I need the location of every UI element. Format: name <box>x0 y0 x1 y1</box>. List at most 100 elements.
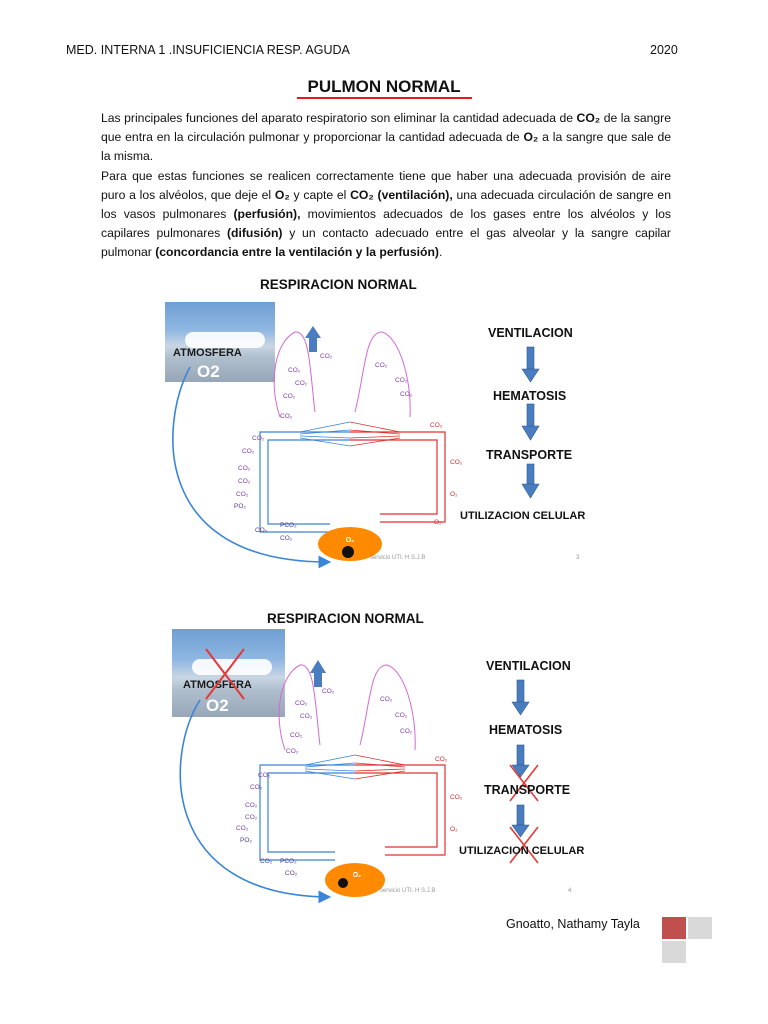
capillary-fan-red <box>349 421 401 447</box>
header-year: 2020 <box>650 43 678 57</box>
cross-mark-icon <box>509 764 539 864</box>
gas-label-co2: CO₂ <box>236 825 249 832</box>
p1-text-a: Las principales funciones del aparato re… <box>101 111 577 125</box>
step-ventilation: VENTILACION <box>486 659 571 673</box>
gas-label-co2: CO₂ <box>295 380 308 387</box>
p1-co2: CO₂ <box>576 111 601 125</box>
capillary-fan-blue <box>304 754 356 780</box>
diagram-title: RESPIRACION NORMAL <box>260 277 417 292</box>
process-arrow <box>511 679 530 838</box>
gas-label-co2: CO₂ <box>380 696 393 703</box>
title-underline <box>297 97 472 99</box>
exhale-arrow-head <box>305 326 321 338</box>
p2-text-c: una adecuada circulación de sangre en lo… <box>101 187 671 222</box>
gas-label-co2: CO₂ <box>375 362 388 369</box>
step-hematosis: HEMATOSIS <box>489 723 563 737</box>
p1-text-c: a la sangre que sale de la misma. <box>101 130 671 164</box>
gas-label-o2: O₂ <box>450 491 458 498</box>
oxygen-supply-arrow <box>172 366 332 569</box>
gas-label-co2: CO₂ <box>280 535 293 542</box>
p2-text-a: Para que estas funciones se realicen cor… <box>101 168 671 202</box>
step-hematosis: HEMATOSIS <box>493 389 567 403</box>
cell-o2-label: O₂ <box>353 872 362 879</box>
oxygen-supply-arrow <box>179 699 332 904</box>
paragraph-2: Para que estas funciones se realicen cor… <box>101 167 671 263</box>
p2-text-b: y capte el <box>289 187 351 202</box>
cell-nucleus <box>338 878 348 888</box>
gas-label-co2: CO₂ <box>255 527 268 534</box>
gas-label-po2: PO₂ <box>234 503 246 510</box>
gas-label-po2: PO₂ <box>240 837 252 844</box>
gas-label-o2: O₂ <box>450 826 458 833</box>
cloud-shape <box>192 659 272 675</box>
exhale-arrow-shaft <box>309 338 317 352</box>
arterial-circuit <box>350 431 446 523</box>
p2-perfusion: (perfusión), <box>233 207 301 222</box>
gas-label-pco2: PCO₂ <box>280 858 297 865</box>
gas-label-co2: CO₂ <box>245 814 258 821</box>
body-text: Las principales funciones del aparato re… <box>101 109 671 263</box>
gas-label-co2: CO₂ <box>450 794 463 801</box>
respiration-schematic: CO₂ CO₂ CO₂ CO₂ CO₂ CO₂ CO₂ CO₂ CO₂ CO₂ … <box>172 326 540 569</box>
right-lung-outline <box>359 664 416 751</box>
arterial-circuit <box>355 764 446 856</box>
diagram-normal-breathing: RESPIRACION NORMAL ATMOSFERA O2 CO₂ CO₂ … <box>150 272 630 592</box>
gas-label-co2: CO₂ <box>258 772 271 779</box>
gas-label-co2: CO₂ <box>290 732 303 739</box>
left-lung-outline <box>278 664 321 751</box>
cloud-shape <box>185 332 265 348</box>
gas-label-co2: CO₂ <box>252 435 265 442</box>
gas-label-co2: CO₂ <box>295 700 308 707</box>
paragraph-1: Las principales funciones del aparato re… <box>101 109 671 167</box>
gas-label-co2: CO₂ <box>395 712 408 719</box>
left-lung-outline <box>273 331 316 418</box>
p1-o2: O₂ <box>523 130 539 145</box>
step-transport: TRANSPORTE <box>484 783 571 797</box>
gas-label-co2: CO₂ <box>238 465 251 472</box>
cross-mark-icon <box>205 648 245 700</box>
step-ventilation: VENTILACION <box>488 326 573 340</box>
page-title: PULMON NORMAL <box>307 77 461 96</box>
gas-label-co2: CO₂ <box>400 391 413 398</box>
gas-label-co2: CO₂ <box>280 413 293 420</box>
venous-circuit <box>259 764 355 861</box>
decor-square-gray <box>662 941 686 963</box>
gas-label-co2: CO₂ <box>285 870 298 877</box>
diagram-impaired-breathing: RESPIRACION NORMAL ATMOSFERA O2 CO₂ CO₂ … <box>150 605 630 925</box>
gas-label-co2: CO₂ <box>435 756 448 763</box>
exhale-arrow-head <box>310 660 326 673</box>
gas-label-co2: CO₂ <box>288 367 301 374</box>
diagram-title: RESPIRACION NORMAL <box>267 611 424 626</box>
cell-shape <box>318 527 382 561</box>
gas-label-co2: CO₂ <box>430 422 443 429</box>
gas-label-co2: CO₂ <box>242 448 255 455</box>
gas-label-co2: CO₂ <box>286 748 299 755</box>
p2-concordancia: (concordancia entre la ventilación y la … <box>155 245 439 260</box>
capillary-fan-blue <box>299 421 351 447</box>
gas-label-co2: CO₂ <box>245 802 258 809</box>
p2-text-d: movimientos adecuados de los gases entre… <box>101 207 671 241</box>
gas-label-co2: CO₂ <box>238 478 251 485</box>
atmosphere-o2-label: O2 <box>206 696 229 715</box>
atmosphere-image: ATMOSFERA O2 <box>172 629 285 717</box>
p2-difusion: (difusión) <box>226 226 283 241</box>
p2-text-f: . <box>438 245 443 260</box>
gas-label-co2: CO₂ <box>450 459 463 466</box>
step-cellular-use: UTILIZACION CELULAR <box>459 845 585 857</box>
gas-label-co2: CO₂ <box>322 688 335 695</box>
step-cellular-use: UTILIZACION CELULAR <box>460 510 586 522</box>
decor-square-gray <box>688 917 712 939</box>
p2-text-e: y un contacto adecuado entre el gas alve… <box>101 226 671 260</box>
right-lung-outline <box>354 331 411 418</box>
cell-shape <box>325 863 385 897</box>
gas-label-co2: CO₂ <box>260 858 273 865</box>
gas-label-co2: CO₂ <box>236 491 249 498</box>
cell-o2-label: O₂ <box>346 537 355 544</box>
p2-o2: O₂ <box>274 187 290 202</box>
p1-text-b: de la sangre que entra en la circulación… <box>101 111 671 145</box>
respiration-schematic: CO₂ CO₂ CO₂ CO₂ CO₂ CO₂ CO₂ CO₂ CO₂ CO₂ … <box>179 660 539 904</box>
p2-ventilacion: CO₂ (ventilación), <box>350 187 453 202</box>
gas-label-co2: CO₂ <box>395 377 408 384</box>
gas-label-co2: CO₂ <box>400 728 413 735</box>
gas-label-co2: CO₂ <box>300 713 313 720</box>
